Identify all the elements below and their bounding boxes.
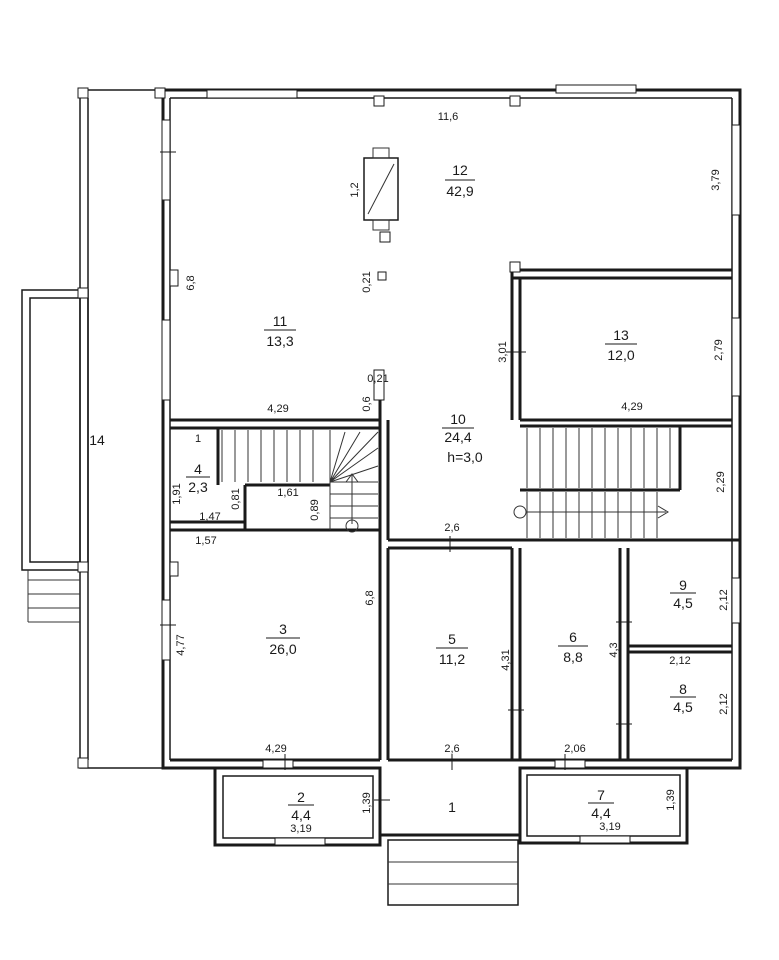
- room-11-label: 11 13,3: [264, 313, 296, 349]
- svg-text:4: 4: [194, 461, 202, 477]
- svg-text:1,47: 1,47: [199, 511, 220, 523]
- svg-text:2,6: 2,6: [444, 522, 459, 534]
- svg-text:4,5: 4,5: [673, 595, 693, 611]
- right-stairs: [513, 428, 671, 538]
- svg-text:4,77: 4,77: [175, 634, 187, 655]
- svg-text:1,39: 1,39: [361, 792, 373, 813]
- svg-text:13,3: 13,3: [266, 333, 293, 349]
- svg-text:2,79: 2,79: [713, 339, 725, 360]
- svg-text:1: 1: [195, 433, 201, 445]
- svg-text:3,01: 3,01: [497, 341, 509, 362]
- svg-text:0,6: 0,6: [361, 396, 373, 411]
- svg-text:4,3: 4,3: [608, 642, 620, 657]
- room-12-label: 12 42,9: [445, 162, 475, 199]
- svg-text:6: 6: [569, 629, 577, 645]
- svg-text:2,12: 2,12: [718, 693, 730, 714]
- svg-text:5: 5: [448, 631, 456, 647]
- svg-text:1,61: 1,61: [277, 487, 298, 499]
- svg-text:h=3,0: h=3,0: [447, 449, 483, 465]
- svg-text:0,89: 0,89: [309, 499, 321, 520]
- svg-text:3,19: 3,19: [290, 823, 311, 835]
- room-3-label: 3 26,0: [266, 621, 300, 657]
- svg-text:0,21: 0,21: [361, 271, 373, 292]
- svg-text:9: 9: [679, 577, 687, 593]
- svg-text:2,12: 2,12: [718, 589, 730, 610]
- room-10-label: 10 24,4 h=3,0: [442, 411, 483, 465]
- svg-text:8,8: 8,8: [563, 649, 583, 665]
- room-14-label: 14: [89, 432, 105, 448]
- svg-text:26,0: 26,0: [269, 641, 296, 657]
- dimension-labels: 11,6 3,79 1,2 6,8 0,21 0,21 3,01 2,79 4,…: [171, 111, 730, 835]
- svg-text:3: 3: [279, 621, 287, 637]
- svg-text:4,4: 4,4: [591, 805, 611, 821]
- svg-text:4,29: 4,29: [621, 401, 642, 413]
- svg-text:1,39: 1,39: [665, 789, 677, 810]
- svg-text:11,6: 11,6: [438, 111, 459, 123]
- svg-text:4,31: 4,31: [500, 649, 512, 670]
- svg-text:0,21: 0,21: [367, 373, 388, 385]
- windows: [161, 84, 741, 846]
- svg-text:12,0: 12,0: [607, 347, 634, 363]
- room-1-label: 1: [448, 799, 456, 815]
- svg-text:2,12: 2,12: [669, 655, 690, 667]
- fireplace-icon: [363, 147, 399, 231]
- svg-text:4,29: 4,29: [267, 403, 288, 415]
- svg-text:12: 12: [452, 162, 468, 178]
- svg-text:2,06: 2,06: [564, 743, 585, 755]
- svg-text:7: 7: [597, 787, 605, 803]
- svg-text:11: 11: [273, 313, 288, 329]
- svg-text:8: 8: [679, 681, 687, 697]
- left-stairs: [221, 430, 379, 533]
- svg-text:4,29: 4,29: [265, 743, 286, 755]
- door-ticks: [160, 151, 632, 801]
- svg-text:3,19: 3,19: [599, 821, 620, 833]
- room-5-label: 5 11,2: [436, 631, 468, 667]
- terrace-outline: [21, 87, 166, 769]
- room-7-label: 7 4,4: [588, 787, 614, 821]
- svg-text:2,29: 2,29: [715, 471, 727, 492]
- svg-text:1,57: 1,57: [195, 535, 216, 547]
- svg-text:6,8: 6,8: [364, 590, 376, 605]
- room-2-label: 2 4,4: [288, 789, 314, 823]
- svg-text:0,81: 0,81: [230, 488, 242, 509]
- room-9-label: 9 4,5: [670, 577, 696, 611]
- svg-text:42,9: 42,9: [446, 183, 473, 199]
- room-13-label: 13 12,0: [605, 327, 637, 363]
- svg-text:2,3: 2,3: [188, 479, 208, 495]
- svg-text:10: 10: [450, 411, 466, 427]
- svg-text:2,6: 2,6: [444, 743, 459, 755]
- room-8-label: 8 4,5: [670, 681, 696, 715]
- pilasters: [169, 95, 521, 577]
- svg-text:11,2: 11,2: [439, 651, 465, 667]
- svg-text:2: 2: [297, 789, 305, 805]
- room-4-label: 4 2,3: [186, 461, 210, 495]
- entrance-steps: [387, 839, 519, 906]
- interior-walls: [170, 268, 740, 762]
- room-6-label: 6 8,8: [558, 629, 588, 665]
- svg-text:24,4: 24,4: [444, 429, 471, 445]
- svg-text:13: 13: [613, 327, 629, 343]
- svg-text:1,91: 1,91: [171, 483, 183, 504]
- svg-text:4,4: 4,4: [291, 807, 311, 823]
- svg-text:4,5: 4,5: [673, 699, 693, 715]
- svg-text:1,2: 1,2: [349, 182, 361, 197]
- svg-text:6,8: 6,8: [185, 275, 197, 290]
- svg-text:3,79: 3,79: [710, 169, 722, 190]
